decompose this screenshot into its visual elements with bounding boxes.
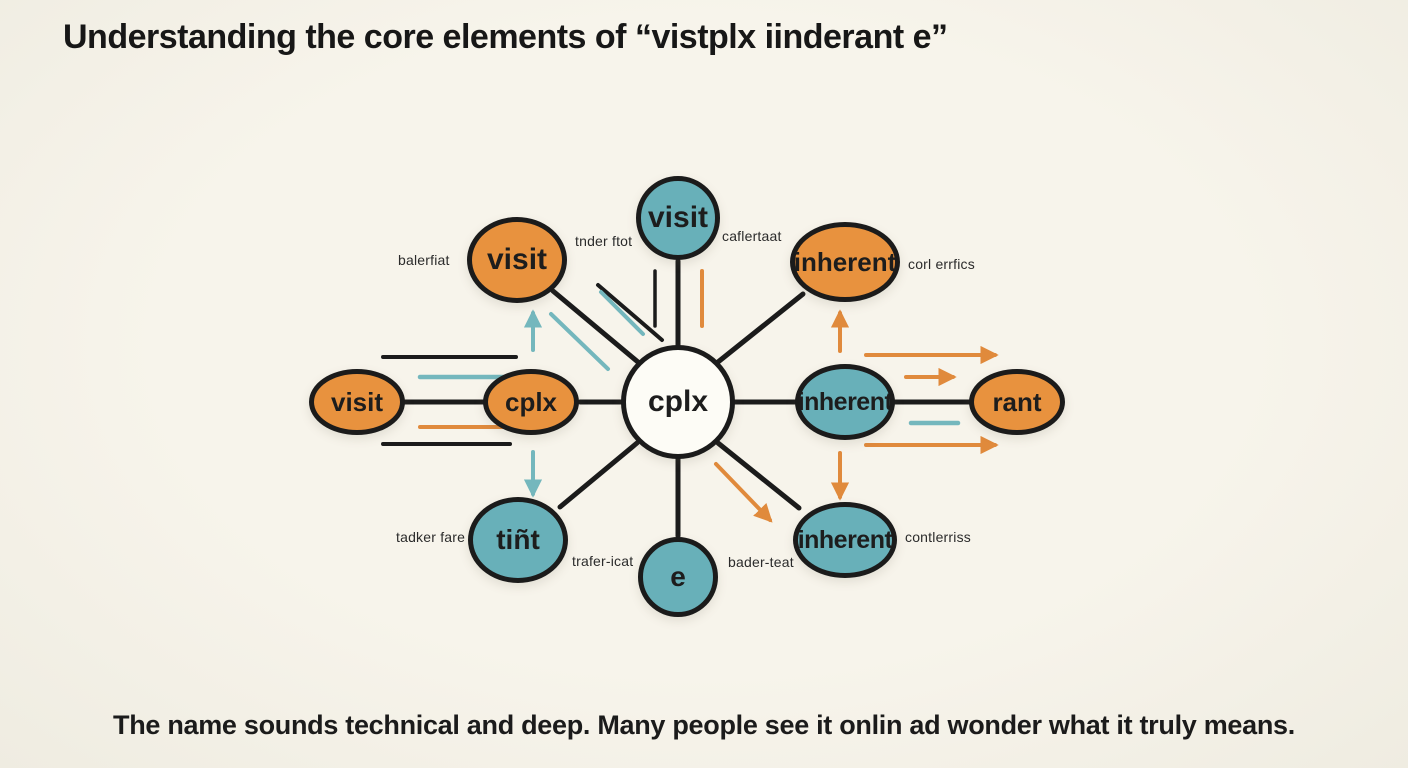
node-tint-bottom-left: tiñt: [468, 497, 568, 583]
node-inherent-mid-right: inherent: [795, 364, 895, 440]
annotation-text: bader-teat: [728, 554, 794, 570]
annotation-text: balerfiat: [398, 252, 450, 268]
hub-spokes: [401, 258, 973, 539]
node-visit-far-left: visit: [309, 369, 405, 435]
annotation-text: tnder ftot: [575, 233, 633, 249]
node-label: visit: [486, 243, 548, 276]
node-label: tiñt: [496, 524, 540, 555]
node-inherent-bottom-right: inherent: [793, 502, 897, 578]
caption-text: The name sounds technical and deep. Many…: [113, 710, 1295, 740]
page-title: Understanding the core elements of “vist…: [63, 18, 948, 56]
node-inherent-top-right: inherent: [790, 222, 900, 302]
node-e-bottom: e: [638, 537, 718, 617]
annotation-text: contlerriss: [905, 529, 971, 545]
node-label: cplx: [647, 385, 709, 418]
node-cplx-center: cplx: [621, 345, 735, 459]
node-label: inherent: [793, 246, 897, 277]
decorative-black-lines: [381, 269, 664, 446]
node-visit-top: visit: [636, 176, 720, 260]
node-rant-far-right: rant: [969, 369, 1065, 435]
node-label: visit: [647, 201, 709, 234]
node-label: visit: [330, 386, 384, 417]
decorative-teal-lines: [417, 290, 961, 426]
node-label: inherent: [797, 387, 893, 416]
node-label: rant: [992, 386, 1042, 417]
orange-arrows: [418, 269, 999, 523]
node-cplx-mid-left: cplx: [483, 369, 579, 435]
annotation-text: caflertaat: [722, 228, 782, 244]
annotation-text: trafer-icat: [572, 553, 634, 569]
node-visit-top-left: visit: [467, 217, 567, 303]
node-label: cplx: [504, 386, 558, 417]
node-label: e: [670, 561, 686, 592]
annotation-text: corl errfics: [908, 256, 975, 272]
annotation-text: tadker fare: [396, 529, 466, 545]
node-label: inherent: [797, 525, 893, 554]
